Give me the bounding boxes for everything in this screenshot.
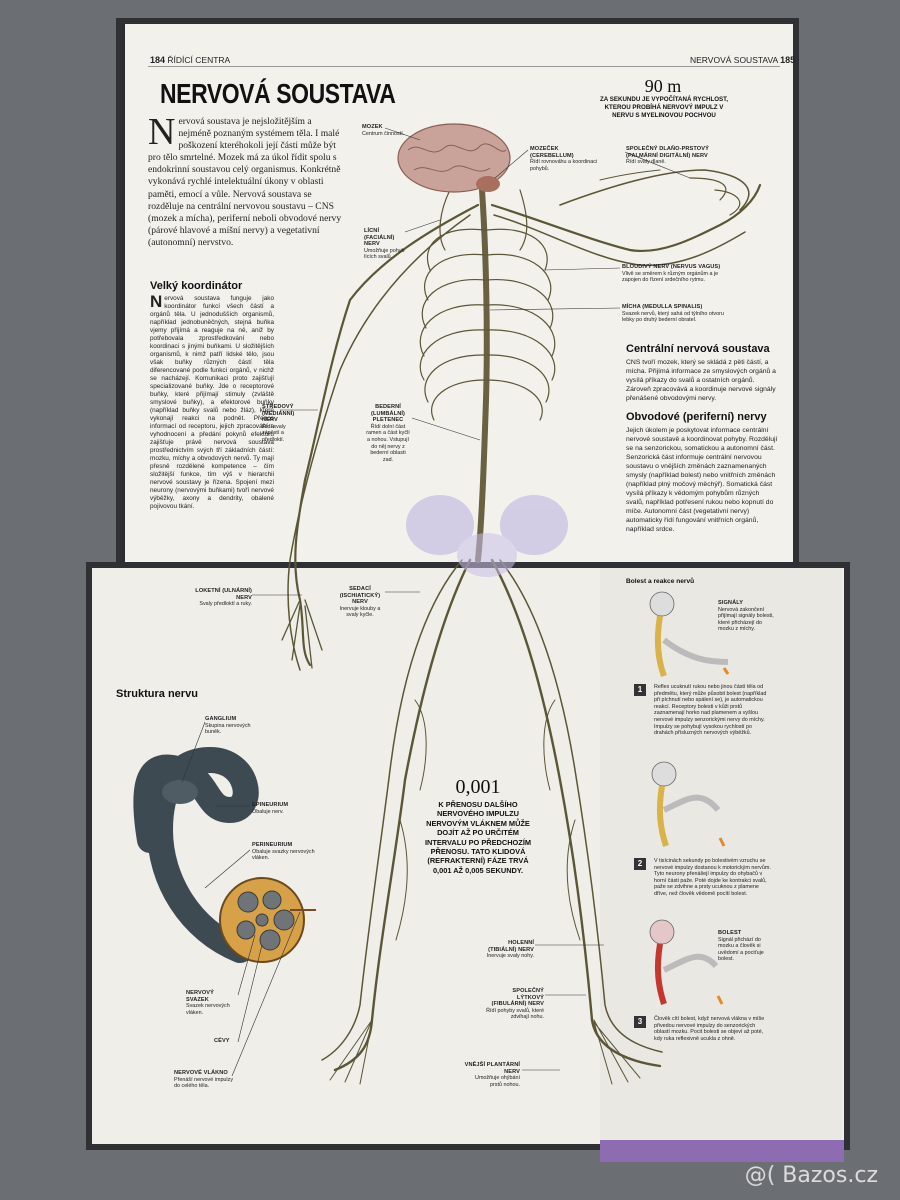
step-3-text: Člověk cítí bolest, když nervová vlákna …	[654, 1016, 765, 1042]
pelvis-highlight	[406, 495, 568, 577]
right-section-name: NERVOVÁ SOUSTAVA	[690, 55, 778, 65]
header-rule	[148, 66, 780, 67]
speed-caption: ZA SEKUNDU JE VYPOČÍTANÁ RYCHLOST, KTERO…	[600, 96, 728, 119]
label-cevy: CÉVY	[214, 1038, 230, 1044]
page-edge-band	[600, 1140, 844, 1162]
coordinator-drop-cap: N	[150, 292, 163, 311]
figure-step-1	[649, 591, 730, 678]
watermark: @( Bazos.cz	[744, 1163, 878, 1188]
page-number-right: 185	[780, 55, 796, 65]
left-running-header: 184 ŘÍDÍCÍ CENTRA	[150, 55, 230, 65]
peripheral-text: Jejich úkolem je poskytovat informace ce…	[626, 427, 778, 533]
step-1-badge: 1	[634, 684, 646, 696]
refract-caption: K PŘENOSU DALŠÍHO NERVOVÉHO IMPULZU NERV…	[424, 800, 532, 875]
figure-step-3	[649, 919, 724, 1005]
step-2-badge: 2	[634, 858, 646, 870]
page-number-left: 184	[150, 55, 166, 65]
peripheral-heading: Obvodové (periferní) nervy	[626, 411, 767, 423]
speed-value: 90 m	[644, 76, 682, 96]
pain-heading: Bolest a reakce nervů	[626, 578, 695, 585]
coordinator-heading: Velký koordinátor	[150, 280, 243, 292]
drop-cap: N	[148, 111, 176, 153]
central-text: CNS tvoří mozek, který se skládá z pěti …	[626, 359, 776, 402]
structure-heading: Struktura nervu	[116, 688, 198, 700]
leader-lines	[252, 127, 691, 1071]
label-micha: MÍCHA (MEDULLA SPINALIS)Svazek nervů, kt…	[622, 304, 724, 324]
label-vagus-nerve: BLOUDIVÝ NERV (NERVUS VAGUS)Vlivě se smě…	[622, 264, 721, 284]
refract-value: 0,001	[455, 776, 501, 798]
right-running-header: NERVOVÁ SOUSTAVA 185	[690, 55, 795, 65]
step-2-text: V tisícinách sekundy po bolestivém vzruc…	[654, 858, 771, 897]
left-section-name: ŘÍDÍCÍ CENTRA	[167, 55, 231, 65]
page-title: NERVOVÁ SOUSTAVA	[160, 78, 396, 109]
central-heading: Centrální nervová soustava	[626, 343, 770, 355]
step-3-badge: 3	[634, 1016, 646, 1028]
step-1-text: Reflex ucuknutí rukou nebo jinou částí t…	[654, 684, 767, 737]
top-page	[122, 24, 793, 572]
body-nerves	[281, 169, 762, 1085]
label-palmar-nerve: SPOLEČNÝ DLAŇO-PRSTOVÝ (PALMÁRNÍ DIGITÁL…	[626, 146, 709, 166]
label-mozecek: MOZEČEK (CEREBELLUM)Řídí rovnováhu a koo…	[530, 146, 598, 172]
figure-step-2	[651, 761, 726, 847]
intro-text: ervová soustava je nejsložitějším a nejm…	[148, 116, 342, 248]
brain-illustration	[397, 123, 511, 193]
